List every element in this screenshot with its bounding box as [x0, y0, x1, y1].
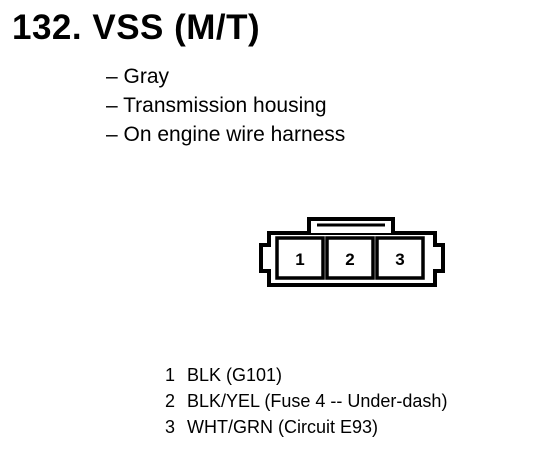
terminal-cavity-2 — [325, 236, 375, 280]
pin-description: BLK/YEL (Fuse 4 -- Under-dash) — [187, 391, 448, 411]
terminal-label-3: 3 — [395, 250, 404, 269]
pin-description: BLK (G101) — [187, 365, 283, 385]
component-details: – Gray – Transmission housing – On engin… — [106, 62, 345, 149]
pinout-item: 3 WHT/GRN (Circuit E93) — [165, 414, 447, 440]
connector-harness: – On engine wire harness — [106, 123, 346, 146]
component-title: 132. VSS (M/T) — [12, 8, 261, 47]
terminal-label-2: 2 — [345, 250, 354, 269]
connector-color: – Gray — [106, 65, 170, 88]
pin-number: 2 — [165, 391, 176, 411]
pinout-item: 1 BLK (G101) — [165, 362, 447, 388]
connector-location: – Transmission housing — [106, 94, 327, 117]
terminal-cavity-1 — [275, 236, 325, 280]
pin-number: 3 — [165, 417, 176, 437]
pin-description: WHT/GRN (Circuit E93) — [187, 417, 379, 437]
pinout-item: 2 BLK/YEL (Fuse 4 -- Under-dash) — [165, 388, 447, 414]
connector-diagram: 1 2 3 — [259, 217, 445, 287]
terminal-cavity-3 — [375, 236, 425, 280]
pin-number: 1 — [165, 365, 176, 385]
terminal-label-1: 1 — [295, 250, 304, 269]
pinout-list: 1 BLK (G101) 2 BLK/YEL (Fuse 4 -- Under-da… — [165, 362, 447, 440]
